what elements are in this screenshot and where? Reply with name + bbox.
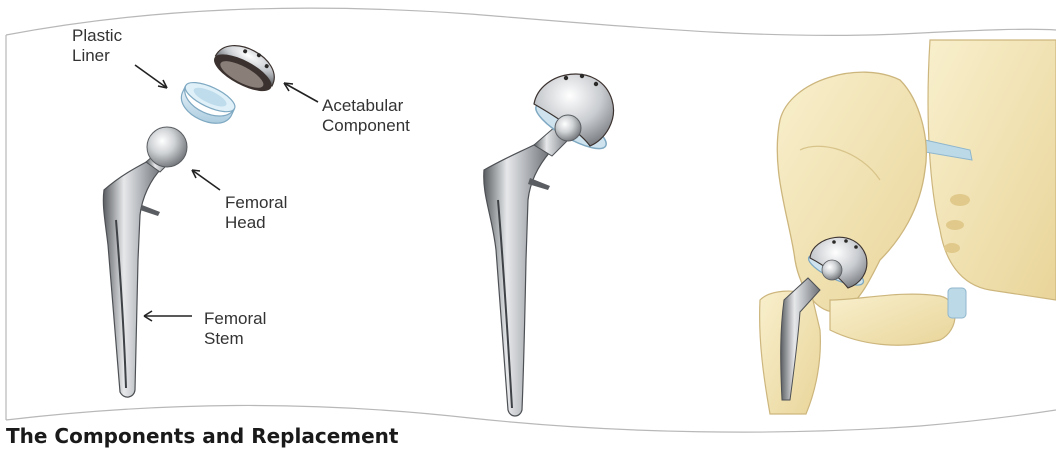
plastic-liner-part bbox=[175, 77, 239, 131]
label-femoral-head-line2: Head bbox=[225, 213, 287, 233]
label-femoral-head-line1: Femoral bbox=[225, 193, 287, 213]
femoral-stem-part bbox=[103, 150, 172, 397]
label-femoral-stem-line2: Stem bbox=[204, 329, 266, 349]
assembled-implant bbox=[484, 74, 614, 416]
femoral-head-part bbox=[147, 127, 187, 167]
liner-arrow bbox=[135, 65, 167, 88]
label-plastic-liner: Plastic Liner bbox=[72, 26, 122, 66]
acetabular-arrow bbox=[284, 83, 318, 102]
label-acetabular-component-line2: Component bbox=[322, 116, 410, 136]
label-acetabular-component: Acetabular Component bbox=[322, 96, 410, 136]
label-acetabular-component-line1: Acetabular bbox=[322, 96, 410, 116]
acetabular-component-part bbox=[209, 36, 283, 99]
figure-caption: The Components and Replacement bbox=[6, 424, 398, 448]
label-femoral-stem-line1: Femoral bbox=[204, 309, 266, 329]
label-femoral-stem: Femoral Stem bbox=[204, 309, 266, 349]
femoral-head-arrow bbox=[192, 170, 220, 190]
label-femoral-head: Femoral Head bbox=[225, 193, 287, 233]
label-plastic-liner-line1: Plastic bbox=[72, 26, 122, 46]
frame-top-line bbox=[6, 8, 1056, 35]
label-plastic-liner-line2: Liner bbox=[72, 46, 122, 66]
implant-in-pelvis bbox=[760, 40, 1056, 414]
